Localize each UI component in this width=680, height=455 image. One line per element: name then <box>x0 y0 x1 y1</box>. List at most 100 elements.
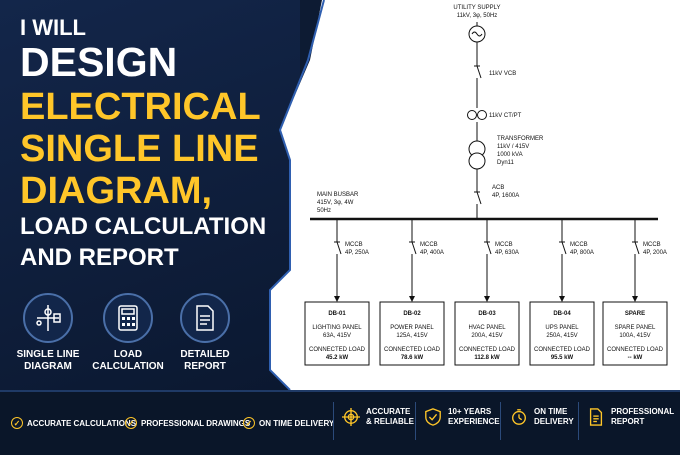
bottom-item-accurate: ACCURATE& RELIABLE <box>342 407 414 427</box>
transformer-title: TRANSFORMER <box>497 136 544 142</box>
db-panel-box <box>379 301 445 366</box>
utility-title: UTILITY SUPPLY <box>453 5 500 11</box>
bottom-big-4a: PROFESSIONAL <box>611 407 675 416</box>
db-name: LIGHTING PANEL <box>312 325 362 331</box>
check-icon: ✓ <box>11 417 23 429</box>
divider <box>333 402 334 440</box>
bottom-big-2a: 10+ YEARS <box>448 407 492 416</box>
acb-breaker-icon <box>474 191 482 205</box>
db-panel-box <box>454 301 520 366</box>
db-load-label: CONNECTED LOAD <box>459 347 516 353</box>
feature-label-1a: SINGLE LINE <box>16 349 80 360</box>
db-spec: 63A, 415V <box>323 333 351 339</box>
headline-line-6: LOAD CALCULATION <box>20 213 267 240</box>
db-panel-box <box>602 301 668 366</box>
acb-rating: 4P, 1600A <box>492 193 519 199</box>
db-spec: 200A, 415V <box>471 333 502 339</box>
db-load-value: 112.8 kW <box>474 355 500 361</box>
busbar-freq: 50Hz <box>317 208 331 214</box>
db-name: POWER PANEL <box>390 325 434 331</box>
bottom-item-1: ✓ACCURATE CALCULATIONS <box>11 417 136 429</box>
mccb-label: MCCB <box>420 242 438 248</box>
headline-line-3: ELECTRICAL <box>20 86 261 128</box>
feature-label-2a: LOAD <box>113 349 143 360</box>
target-icon <box>342 408 360 426</box>
db-spec: 125A, 415V <box>396 333 427 339</box>
db-load-label: CONNECTED LOAD <box>384 347 441 353</box>
mccb-breaker-icon <box>411 241 417 255</box>
mccb-rating: 4P, 200A <box>643 250 667 256</box>
acb-title: ACB <box>492 185 504 191</box>
vcb-breaker-icon <box>474 65 482 79</box>
db-panel-box <box>529 301 595 366</box>
mccb-breaker-icon <box>336 241 342 255</box>
mccb-rating: 4P, 630A <box>495 250 519 256</box>
headline-line-4: SINGLE LINE <box>20 128 259 170</box>
bottom-bar <box>0 390 680 455</box>
check-icon: ✓ <box>125 417 137 429</box>
db-load-label: CONNECTED LOAD <box>309 347 366 353</box>
bottom-item-2: ✓ PROFESSIONAL DRAWINGS <box>125 417 250 429</box>
feature-label-2b: CALCULATION <box>92 361 164 372</box>
bottom-big-1b: & RELIABLE <box>366 417 414 426</box>
document-icon <box>589 408 603 426</box>
db-id: DB-03 <box>478 311 496 317</box>
transformer-icon <box>468 140 486 170</box>
bottom-item-3: ✓ON TIME DELIVERY <box>243 417 334 429</box>
panel-edge-accent <box>269 0 325 390</box>
transformer-vector: Dyn11 <box>497 160 515 166</box>
mccb-breaker-icon <box>486 241 492 255</box>
transformer-rating: 1000 kVA <box>497 152 523 158</box>
db-panel-box <box>304 301 370 366</box>
db-load-label: CONNECTED LOAD <box>607 347 664 353</box>
db-load-value: -- kW <box>628 355 643 361</box>
db-spec: 100A, 415V <box>619 333 650 339</box>
mccb-rating: 4P, 800A <box>570 250 594 256</box>
bottom-big-3a: ON TIME <box>534 407 568 416</box>
bottom-label-3: ON TIME DELIVERY <box>259 418 335 428</box>
db-id: SPARE <box>625 311 645 317</box>
arrow-icon <box>409 296 415 302</box>
bottom-label-2: PROFESSIONAL DRAWINGS <box>141 418 251 428</box>
mccb-label: MCCB <box>345 242 363 248</box>
db-load-value: 45.2 kW <box>326 355 349 361</box>
stopwatch-icon <box>512 409 526 425</box>
arrow-icon <box>334 296 340 302</box>
mccb-label: MCCB <box>495 242 513 248</box>
mccb-breaker-icon <box>561 241 567 255</box>
bottom-big-2b: EXPERIENCE <box>448 417 500 426</box>
bottom-label-1: ACCURATE CALCULATIONS <box>27 418 137 428</box>
arrow-icon <box>559 296 565 302</box>
headline-line-7: AND REPORT <box>20 244 179 271</box>
feature-label-3b: REPORT <box>184 361 226 372</box>
db-name: UPS PANEL <box>545 325 579 331</box>
db-id: DB-04 <box>553 311 571 317</box>
utility-spec: 11kV, 3φ, 50Hz <box>457 13 498 19</box>
report-document-icon <box>180 293 230 343</box>
db-spec: 250A, 415V <box>546 333 577 339</box>
ctpt-label: 11kV CT/PT <box>489 113 522 119</box>
bottom-big-1a: ACCURATE <box>366 407 411 416</box>
busbar-title: MAIN BUSBAR <box>317 192 359 198</box>
headline-line-2: DESIGN <box>20 39 178 85</box>
feature-label-1b: DIAGRAM <box>24 361 72 372</box>
db-load-label: CONNECTED LOAD <box>534 347 591 353</box>
vcb-label: 11kV VCB <box>489 71 516 77</box>
shield-check-icon <box>425 408 441 426</box>
headline-line-5: DIAGRAM, <box>20 170 213 212</box>
mccb-rating: 4P, 400A <box>420 250 444 256</box>
busbar-spec: 415V, 3φ, 4W <box>317 200 354 206</box>
arrow-icon <box>484 296 490 302</box>
arrow-icon <box>632 296 638 302</box>
db-id: DB-01 <box>328 311 346 317</box>
bottom-big-4b: REPORT <box>611 417 645 426</box>
mccb-rating: 4P, 250A <box>345 250 369 256</box>
divider <box>578 402 579 440</box>
ac-wave-icon <box>471 31 483 37</box>
